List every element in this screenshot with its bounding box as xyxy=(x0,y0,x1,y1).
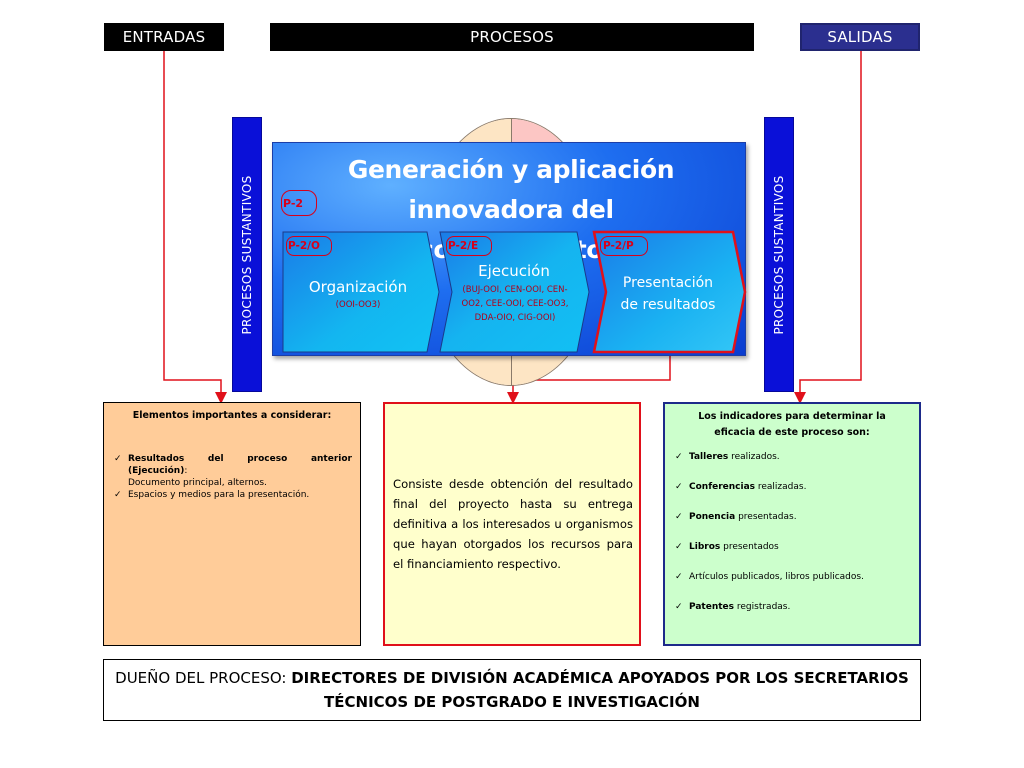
stage-ejecucion-code: P-2/E xyxy=(448,240,479,252)
process-code-pill xyxy=(281,190,317,216)
outputs-list-item: Patentes registradas. xyxy=(675,601,911,613)
side-bar-left: PROCESOS SUSTANTIVOS xyxy=(232,117,262,392)
outputs-box-title: Los indicadores para determinar la efica… xyxy=(698,411,886,438)
stage-presentacion-code: P-2/P xyxy=(603,240,634,252)
outputs-list-item: Talleres realizados. xyxy=(675,451,911,463)
process-code: P-2 xyxy=(283,197,304,210)
outputs-list-item: Libros presentados xyxy=(675,541,911,553)
outputs-list-item: Ponencia presentadas. xyxy=(675,511,911,523)
stage-ejecucion-code-pill xyxy=(446,236,492,256)
process-title-line1: Generación y aplicación innovadora del xyxy=(347,155,675,224)
stage-presentacion-code-pill xyxy=(600,236,648,256)
description-box: Consiste desde obtención del resultado f… xyxy=(383,402,641,646)
procesos-header: PROCESOS xyxy=(270,23,754,51)
side-label-right: PROCESOS SUSTANTIVOS xyxy=(772,174,786,335)
outputs-list-item: Conferencias realizadas. xyxy=(675,481,911,493)
stage-organizacion-code: P-2/O xyxy=(288,240,320,252)
outputs-list: Talleres realizados. Conferencias realiz… xyxy=(675,451,911,613)
stage-organizacion-title: Organización xyxy=(308,278,408,296)
stage-ejecucion-codes: (BUJ-OOI, CEN-OOI, CEN-OO2, CEE-OOI, CEE… xyxy=(461,285,569,323)
side-label-left: PROCESOS SUSTANTIVOS xyxy=(240,174,254,335)
stage-presentacion-title: Presentación de resultados xyxy=(620,275,716,313)
outputs-box: Los indicadores para determinar la efica… xyxy=(663,402,921,646)
stage-organizacion-code-pill xyxy=(286,236,332,256)
entradas-header: ENTRADAS xyxy=(104,23,224,51)
process-owner-value: DIRECTORES DE DIVISIÓN ACADÉMICA APOYADO… xyxy=(291,669,909,711)
description-text: Consiste desde obtención del resultado f… xyxy=(393,477,633,571)
input-connector xyxy=(163,51,227,404)
inputs-list: Resultados del proceso anterior (Ejecuci… xyxy=(114,453,352,501)
output-connector xyxy=(794,51,862,404)
outputs-list-item: Artículos publicados, libros publicados. xyxy=(675,571,911,583)
side-bar-right: PROCESOS SUSTANTIVOS xyxy=(764,117,794,392)
process-title: Generación y aplicación innovadora del c… xyxy=(276,150,746,270)
process-owner-label: DUEÑO DEL PROCESO: xyxy=(115,669,292,687)
stage-ejecucion-title: Ejecución xyxy=(478,262,550,280)
inputs-box-title: Elementos importantes a considerar: xyxy=(132,410,332,421)
inputs-list-item: Espacios y medios para la presentación. xyxy=(114,489,352,501)
inputs-list-item: Resultados del proceso anterior (Ejecuci… xyxy=(114,453,352,489)
salidas-header: SALIDAS xyxy=(800,23,920,51)
stage-organizacion-codes: (OOI-OO3) xyxy=(335,300,381,310)
inputs-box: Elementos importantes a considerar: Resu… xyxy=(103,402,361,646)
process-owner-box: DUEÑO DEL PROCESO: DIRECTORES DE DIVISIÓ… xyxy=(103,659,921,721)
